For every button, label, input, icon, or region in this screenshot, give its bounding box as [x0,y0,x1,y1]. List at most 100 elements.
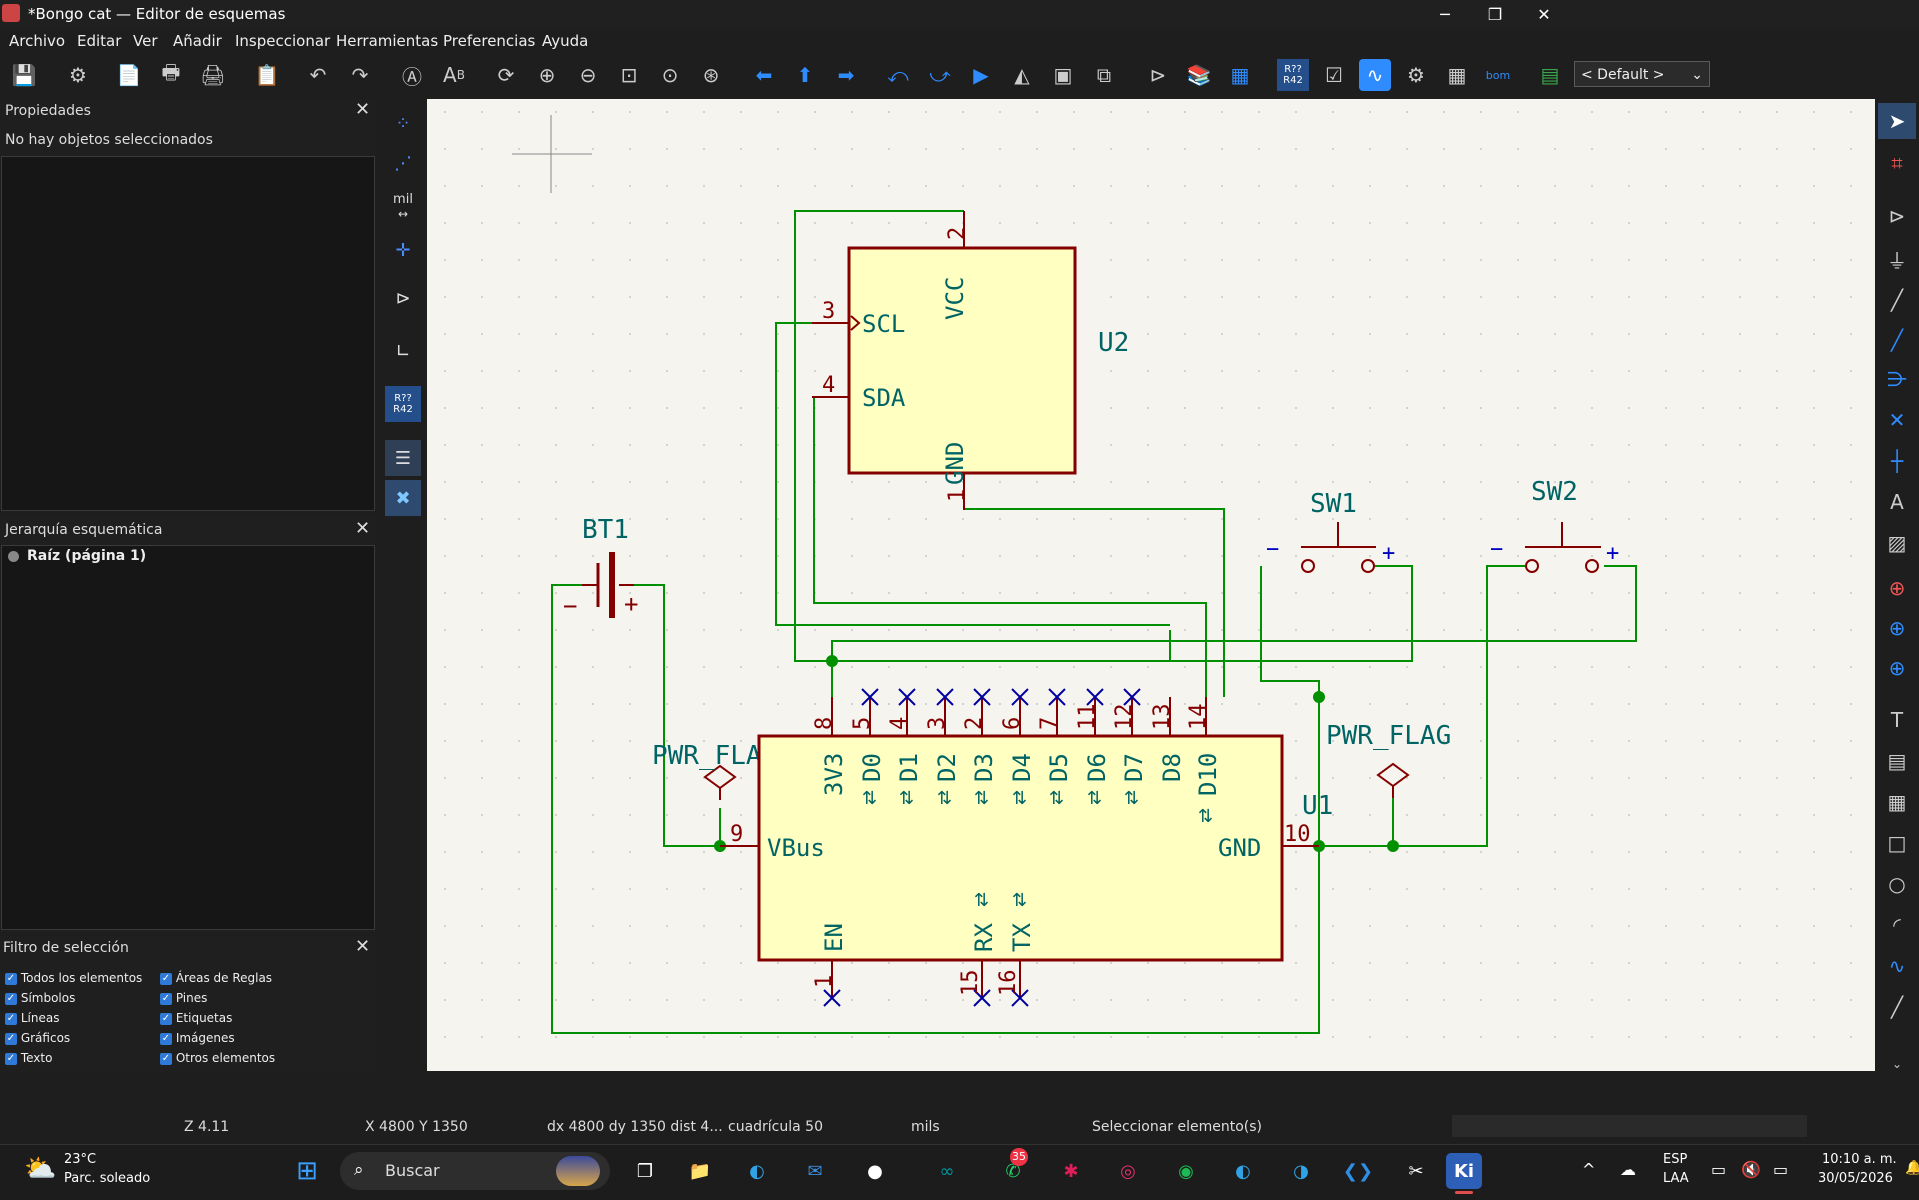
schematic-setup-icon[interactable]: ⚙ [69,63,87,87]
github-icon[interactable]: ● [867,1160,883,1182]
rotate-ccw-icon[interactable]: ⤺ [887,63,909,87]
sw1-symbol[interactable]: − + SW1 [1266,489,1395,573]
sw2-symbol[interactable]: − + SW2 [1490,477,1619,573]
zoom-fit-icon[interactable]: ⊡ [620,63,638,87]
menu-preferencias[interactable]: Preferencias [443,32,536,50]
language-bottom[interactable]: LAA [1663,1171,1689,1186]
filter-checkbox[interactable]: ✓ Pines [160,991,208,1005]
bom-icon[interactable]: bom [1485,68,1511,82]
mail-icon[interactable]: ✉ [807,1160,823,1182]
annotate-icon[interactable]: R??R42 [1277,59,1309,91]
close-icon[interactable]: ✕ [355,518,371,539]
sheet-pin-icon[interactable]: ⊕ [1888,656,1906,680]
undo-icon[interactable]: ↶ [309,63,327,87]
weather-desc[interactable]: Parc. soleado [64,1171,151,1186]
rule-area-icon[interactable]: ▨ [1887,531,1907,555]
edge-icon[interactable]: ◐ [749,1160,765,1182]
plot-icon[interactable]: 🖨 [200,63,226,87]
filter-checkbox[interactable]: ✓ Texto [5,1051,53,1065]
windows-start-icon[interactable]: ⊞ [296,1156,318,1186]
menu-archivo[interactable]: Archivo [9,32,66,50]
no-connect-icon[interactable]: ✕ [1888,408,1906,432]
edge-profile-icon[interactable]: ◐ [1235,1160,1251,1182]
add-symbol-icon[interactable]: ⊳ [1888,204,1906,228]
chevron-down-icon[interactable]: ⌄ [1891,1057,1903,1071]
symbol-browser-icon[interactable]: 📚 [1186,63,1212,87]
navigate-back-icon[interactable]: ⬅ [755,63,773,87]
zoom-in-icon[interactable]: ⊕ [538,63,556,87]
capcut-icon[interactable]: ✂ [1408,1160,1424,1182]
clock-date[interactable]: 30/05/2026 [1818,1171,1893,1186]
close-icon[interactable]: ✕ [355,99,371,120]
chevron-up-icon[interactable]: ^ [1582,1160,1596,1179]
select-tool-icon[interactable]: ➤ [1878,103,1916,139]
maximize-button[interactable]: ❐ [1487,5,1503,24]
weather-temp[interactable]: 23°C [64,1152,97,1167]
circle-icon[interactable]: ○ [1888,872,1906,896]
bulk-edit-icon[interactable]: ▦ [1447,63,1467,87]
close-icon[interactable]: ✕ [355,936,371,957]
cursor-crosshair-icon[interactable]: ✛ [395,239,411,261]
minimize-button[interactable]: ─ [1440,5,1450,24]
pwr-flag-left[interactable]: PWR_FLAG [652,741,777,800]
annotate-side-icon[interactable]: R??R42 [385,386,421,422]
menu-herramientas[interactable]: Herramientas [336,32,439,50]
footprint-editor-icon[interactable]: ▦ [1230,63,1250,87]
hierarchy-toggle-icon[interactable]: ☰ [385,440,421,476]
filter-checkbox[interactable]: ✓ Etiquetas [160,1011,233,1025]
navigate-up-icon[interactable]: ⬆ [796,63,814,87]
hierarchy-root-item[interactable]: Raíz (página 1) [27,548,147,564]
properties-toggle-icon[interactable]: ✖ [385,480,421,516]
units-toggle[interactable]: mil↔ [393,191,413,221]
slack-icon[interactable]: ✱ [1063,1160,1079,1182]
table-icon[interactable]: ▦ [1887,790,1907,814]
menu-anadir[interactable]: Añadir [173,32,222,50]
page-settings-icon[interactable]: 📄 [116,63,142,87]
vscode-icon[interactable]: ❮❯ [1342,1160,1374,1182]
bt1-symbol[interactable]: − + BT1 [563,515,638,620]
net-label-icon[interactable]: A [1890,490,1904,514]
volume-muted-icon[interactable]: 🔇 [1741,1160,1761,1179]
add-power-icon[interactable]: ⏚ [1887,248,1907,273]
kicad-taskbar-icon[interactable]: Ki [1446,1153,1482,1189]
battery-icon[interactable]: ▭ [1773,1160,1789,1179]
refresh-icon[interactable]: ⟳ [497,63,515,87]
rectangle-icon[interactable]: □ [1887,831,1907,855]
weather-icon[interactable]: ⛅ [24,1154,57,1184]
filter-checkbox[interactable]: ✓ Símbolos [5,991,76,1005]
simulator-icon[interactable]: ∿ [1359,59,1391,91]
language-top[interactable]: ESP [1663,1152,1688,1167]
u1-symbol[interactable]: 3V3 D0 D1 D2 D3 D4 D5 D6 D7 D8 D10 EN RX… [720,688,1333,1007]
save-icon[interactable]: 💾 [11,63,37,87]
highlight-net-icon[interactable]: ⌗ [1891,151,1903,175]
add-wire-icon[interactable]: ╱ [1890,288,1904,312]
add-bus-icon[interactable]: ╱ [1890,328,1904,352]
pcb-editor-icon[interactable]: ▤ [1540,63,1560,87]
onedrive-icon[interactable]: ☁ [1620,1160,1636,1179]
close-button[interactable]: ✕ [1537,5,1551,24]
schematic-canvas[interactable]: VCC SCL SDA GND 2 3 4 1 U2 − + BT1 − + S… [427,99,1875,1071]
mirror-v-icon[interactable]: ▶ [973,63,989,87]
erc-icon[interactable]: ☑ [1325,63,1343,87]
filter-checkbox[interactable]: ✓ Líneas [5,1011,60,1025]
display-icon[interactable]: ▭ [1711,1160,1727,1179]
symbol-editor-icon[interactable]: ⊳ [1149,63,1167,87]
bus-entry-icon[interactable]: ⋺ [1887,367,1907,391]
filter-checkbox[interactable]: ✓ Imágenes [160,1031,235,1045]
filter-checkbox[interactable]: ✓ Áreas de Reglas [160,971,273,985]
arduino-icon[interactable]: ∞ [939,1160,955,1182]
add-text-icon[interactable]: T [1890,708,1904,732]
filter-checkbox[interactable]: ✓ Otros elementos [160,1051,276,1065]
menu-editar[interactable]: Editar [77,32,122,50]
zoom-objects-icon[interactable]: ⊙ [661,63,679,87]
hier-label-icon[interactable]: ⊕ [1888,616,1906,640]
file-explorer-icon[interactable]: 📁 [688,1160,712,1182]
redo-icon[interactable]: ↷ [351,63,369,87]
menu-inspeccionar[interactable]: Inspeccionar [235,32,331,50]
zoom-out-icon[interactable]: ⊖ [579,63,597,87]
mirror-h-icon[interactable]: ◭ [1014,63,1030,87]
arc-icon[interactable]: ◜ [1893,913,1901,937]
grid-dots-icon[interactable]: ⁘ [395,112,411,134]
paste-icon[interactable]: 📋 [254,63,280,87]
navigate-forward-icon[interactable]: ➡ [837,63,855,87]
